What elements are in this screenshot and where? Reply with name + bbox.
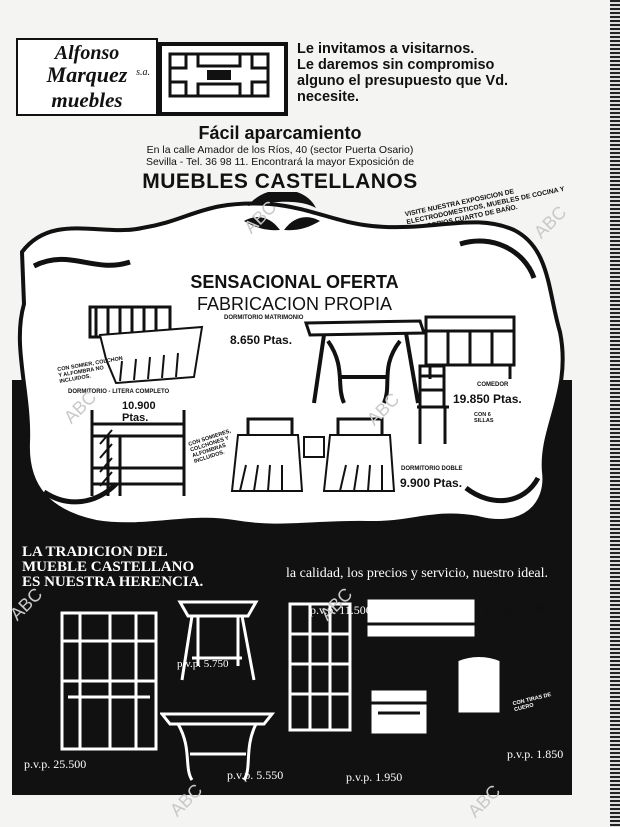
invitation-line-four: necesite. — [297, 89, 360, 105]
quality-slogan: la calidad, los precios y servicio, nues… — [286, 566, 549, 581]
price-stool: p.v.p. 5.750 — [177, 658, 229, 670]
bookcase-illustration — [288, 602, 352, 732]
invitation-line-three: alguno el presupuesto que Vd. — [297, 73, 509, 89]
product-one-price: 8.650 Ptas. — [230, 333, 293, 347]
product-one-name: DORMITORIO MATRIMONIO — [224, 315, 304, 321]
ornamental-frame — [17, 192, 565, 528]
product-four-name: DORMITORIO DOBLE — [401, 466, 463, 472]
price-chair: p.v.p. 1.850 — [507, 747, 564, 761]
price-cabinet: p.v.p. 25.500 — [24, 757, 87, 771]
address-line: En la calle Amador de los Ríos, 40 (sect… — [146, 144, 414, 156]
logo-suffix: s.a. — [136, 67, 150, 78]
offer-title: SENSACIONAL OFERTA — [190, 272, 399, 292]
bed-illustration — [88, 305, 204, 384]
heritage-line-three: ES NUESTRA HERENCIA. — [22, 574, 204, 590]
invitation-text: Le invitamos a visitarnos. Le daremos si… — [297, 41, 508, 105]
product-two-name: COMEDOR — [477, 382, 509, 388]
leather-chair-illustration — [453, 654, 507, 770]
sideboard-illustration — [424, 315, 516, 379]
product-three-name: DORMITORIO - LITERA COMPLETO — [68, 389, 170, 395]
heritage-line-one: LA TRADICION DEL — [22, 544, 168, 560]
main-headline: MUEBLES CASTELLANOS — [142, 170, 418, 193]
heritage-line-two: MUEBLE CASTELLANO — [22, 559, 195, 575]
price-sofa-bed-a: p.v.p. 13.500 — [486, 601, 549, 615]
price-desk: p.v.p. 1.950 — [346, 770, 403, 784]
heritage-slogan: LA TRADICION DEL MUEBLE CASTELLANO ES NU… — [22, 545, 203, 590]
stool-illustration — [177, 600, 259, 681]
logo-line-two: Marquez — [46, 62, 128, 87]
product-four-price: 9.900 Ptas. — [400, 476, 463, 490]
page-edge-strip — [610, 0, 620, 827]
console-table-illustration — [303, 319, 427, 404]
invitation-line-one: Le invitamos a visitarnos. — [297, 41, 475, 57]
product-two-price: 19.850 Ptas. — [453, 392, 522, 406]
cabinet-illustration — [60, 611, 158, 751]
price-sofa-bed-b: p.v.p. 11.500 — [310, 603, 372, 617]
logo-line-three: muebles — [51, 88, 123, 112]
writing-desk-illustration — [368, 687, 430, 771]
product-two-note: CON 6 SILLAS — [474, 412, 494, 424]
invitation-line-two: Le daremos sin compromiso — [297, 57, 495, 73]
parking-title: Fácil aparcamiento — [198, 123, 362, 143]
decorative-fret-icon — [158, 42, 288, 116]
sofa-bed-illustration — [364, 596, 478, 642]
dining-chair-illustration — [417, 364, 449, 444]
exhibition-line: Sevilla - Tel. 36 98 11. Encontrará la m… — [145, 156, 415, 168]
price-table: p.v.p. 5.550 — [227, 768, 284, 782]
offer-subtitle: FABRICACION PROPIA — [196, 294, 393, 314]
twin-bed-illustration — [230, 417, 396, 492]
logo-line-one: Alfonso — [54, 42, 120, 64]
bunk-bed-illustration — [90, 410, 186, 496]
long-table-illustration — [160, 712, 275, 781]
logo: Alfonso Marquez s.a. muebles — [16, 38, 158, 116]
product-three-price: 10.900 Ptas. — [122, 400, 156, 424]
